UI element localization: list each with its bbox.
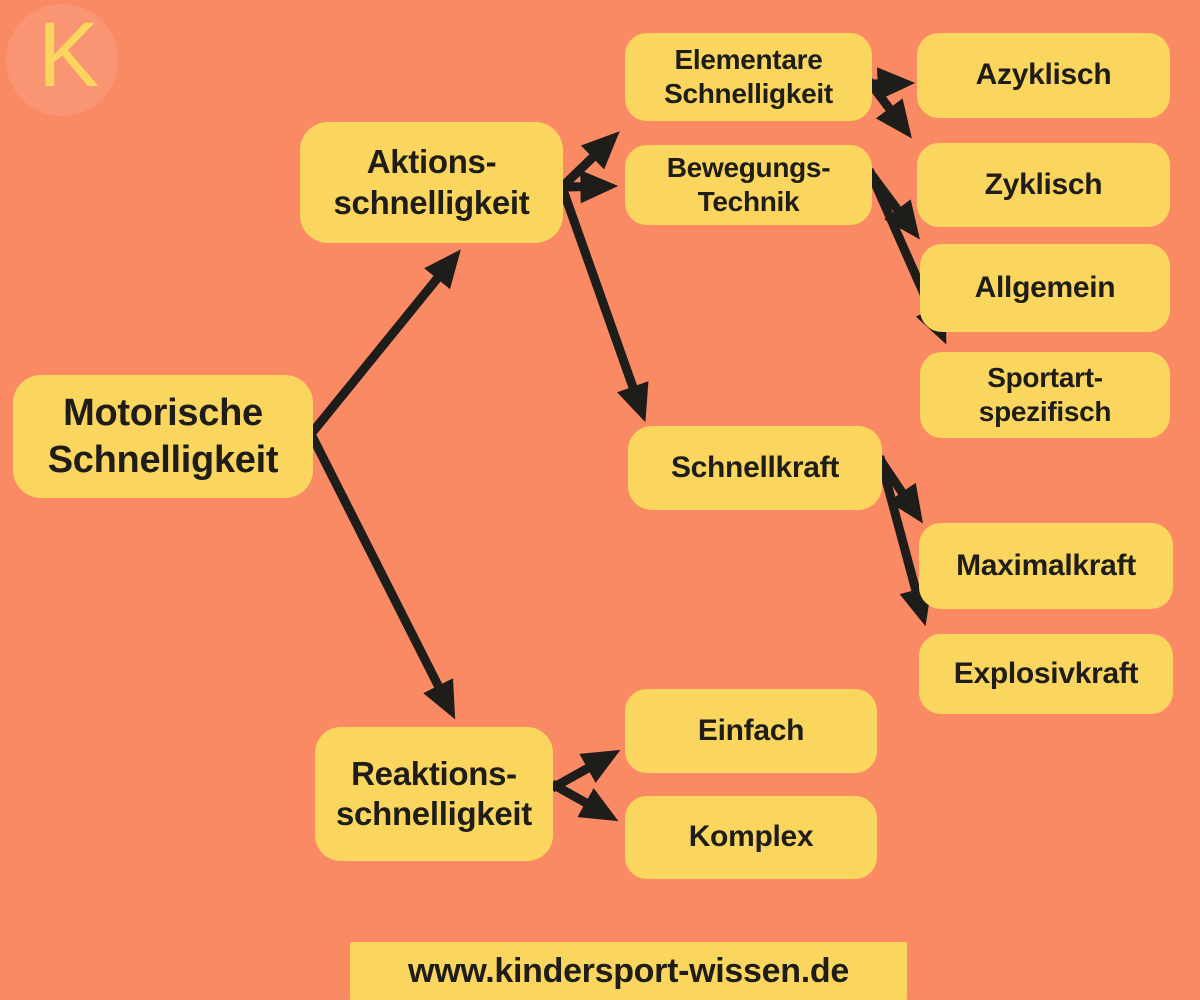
website-banner: www.kindersport-wissen.de (350, 942, 907, 1000)
node-allgemein: Allgemein (920, 244, 1170, 332)
arrow-reaktions-einfach (549, 749, 621, 793)
node-elementare-schnelligkeit: Elementare Schnelligkeit (625, 33, 872, 121)
arrow-motorische-reaktions (304, 427, 456, 720)
node-azyklisch: Azyklisch (917, 33, 1170, 118)
arrow-reaktions-komplex (549, 779, 619, 822)
node-reaktionsschnelligkeit: Reaktions- schnelligkeit (315, 727, 553, 861)
arrow-motorische-aktions (304, 249, 461, 441)
arrow-aktions-schnellkraft (556, 181, 649, 423)
node-zyklisch: Zyklisch (917, 143, 1170, 227)
node-sportart-spezifisch: Sportart- spezifisch (920, 352, 1170, 438)
logo-letter: K (38, 8, 99, 104)
logo-circle (6, 4, 118, 116)
logo-k-icon: K (38, 8, 99, 104)
node-motorische-schnelligkeit: Motorische Schnelligkeit (13, 375, 313, 498)
node-komplex: Komplex (625, 796, 877, 879)
node-explosivkraft: Explosivkraft (919, 634, 1173, 714)
website-url: www.kindersport-wissen.de (408, 951, 849, 990)
node-aktionsschnelligkeit: Aktions- schnelligkeit (300, 122, 563, 243)
node-schnellkraft: Schnellkraft (628, 426, 882, 510)
arrow-aktions-elementare (555, 131, 620, 194)
node-maximalkraft: Maximalkraft (919, 523, 1173, 609)
arrow-elementare-zyklisch (864, 77, 912, 139)
node-bewegungs-technik: Bewegungs- Technik (625, 145, 872, 225)
arrow-schnellkraft-explosivkraft (875, 455, 932, 627)
node-einfach: Einfach (625, 689, 877, 773)
